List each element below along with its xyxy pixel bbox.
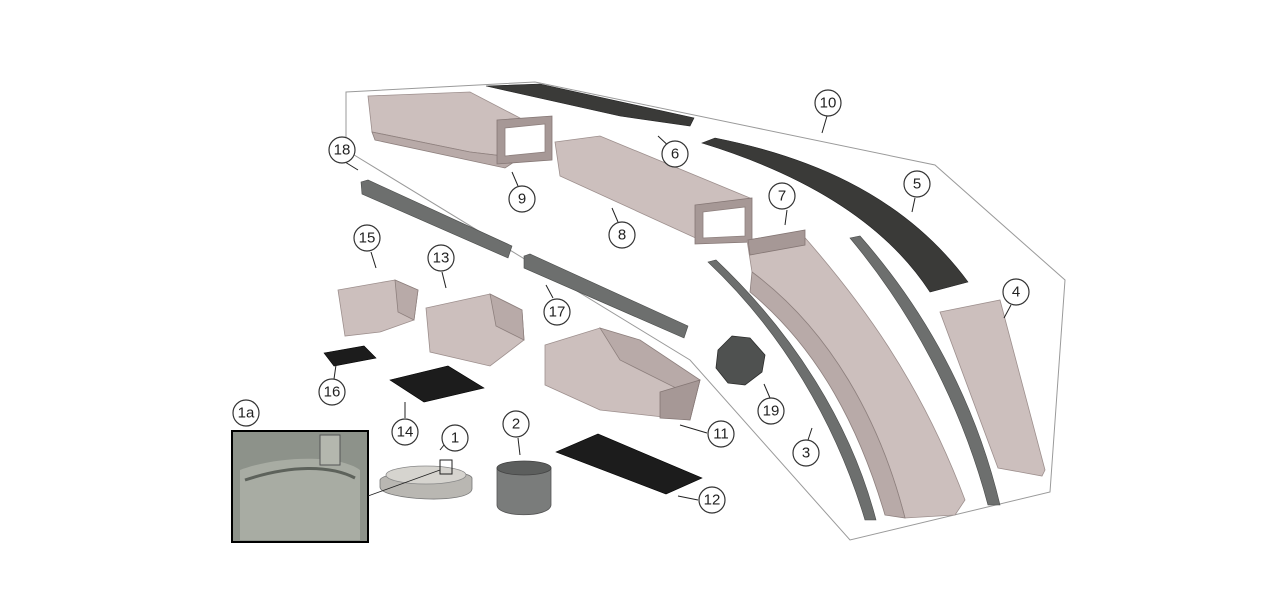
callout-10: 10 bbox=[814, 89, 842, 117]
part-12-plate bbox=[555, 433, 703, 495]
part-19-octagon-plate bbox=[715, 335, 766, 386]
callout-5: 5 bbox=[903, 170, 931, 198]
part-11-transition-chute bbox=[544, 327, 701, 421]
part-15-cover bbox=[337, 279, 419, 337]
svg-text:13: 13 bbox=[433, 250, 450, 267]
svg-text:1: 1 bbox=[451, 430, 459, 447]
callout-11: 11 bbox=[707, 420, 735, 448]
svg-text:12: 12 bbox=[704, 492, 721, 509]
callout-8: 8 bbox=[608, 221, 636, 249]
part-13-housing bbox=[425, 293, 525, 367]
callout-2: 2 bbox=[502, 410, 530, 438]
svg-text:7: 7 bbox=[778, 188, 786, 205]
callout-17: 17 bbox=[543, 298, 571, 326]
callout-1: 1 bbox=[441, 424, 469, 452]
part-7-curved-chute bbox=[746, 229, 966, 519]
part-16-plate bbox=[323, 345, 377, 367]
svg-text:19: 19 bbox=[763, 403, 780, 420]
part-18-grey-strip bbox=[360, 179, 513, 259]
svg-text:14: 14 bbox=[397, 424, 414, 441]
callout-13: 13 bbox=[427, 244, 455, 272]
part-1-ring bbox=[379, 459, 473, 500]
svg-text:5: 5 bbox=[913, 176, 921, 193]
part-17-grey-strip bbox=[523, 253, 689, 339]
part-3-grey-curved-strip-right bbox=[849, 235, 1001, 506]
svg-text:10: 10 bbox=[820, 95, 837, 112]
callout-12: 12 bbox=[698, 486, 726, 514]
part-4-panel bbox=[939, 299, 1046, 477]
assembly-boundary bbox=[345, 81, 1066, 541]
callout-1a: 1a bbox=[232, 399, 260, 427]
svg-text:17: 17 bbox=[549, 304, 566, 321]
part-14-plate bbox=[389, 365, 485, 403]
svg-text:11: 11 bbox=[713, 426, 729, 443]
callout-19: 19 bbox=[757, 397, 785, 425]
svg-text:2: 2 bbox=[512, 416, 520, 433]
callout-16: 16 bbox=[318, 378, 346, 406]
inset-1a-detail bbox=[231, 430, 441, 543]
svg-text:1a: 1a bbox=[238, 405, 255, 422]
callout-3: 3 bbox=[792, 439, 820, 467]
svg-text:4: 4 bbox=[1012, 284, 1020, 301]
svg-text:6: 6 bbox=[671, 146, 679, 163]
callout-18: 18 bbox=[328, 136, 356, 164]
part-8-straight-chute bbox=[554, 135, 753, 245]
svg-text:16: 16 bbox=[324, 384, 341, 401]
svg-text:9: 9 bbox=[518, 191, 526, 208]
part-6-dark-strip bbox=[485, 83, 695, 127]
callout-4: 4 bbox=[1002, 278, 1030, 306]
callout-7: 7 bbox=[768, 182, 796, 210]
part-2-cylinder bbox=[496, 460, 552, 516]
svg-text:15: 15 bbox=[359, 230, 376, 247]
callout-6: 6 bbox=[661, 140, 689, 168]
callout-15: 15 bbox=[353, 224, 381, 252]
part-3-grey-curved-strip bbox=[707, 259, 877, 521]
svg-text:8: 8 bbox=[618, 227, 626, 244]
part-5-dark-curved-strip bbox=[701, 137, 969, 293]
part-9-straight-chute bbox=[367, 91, 553, 169]
callout-14: 14 bbox=[391, 418, 419, 446]
callout-9: 9 bbox=[508, 185, 536, 213]
svg-text:3: 3 bbox=[802, 445, 810, 462]
svg-text:18: 18 bbox=[334, 142, 351, 159]
